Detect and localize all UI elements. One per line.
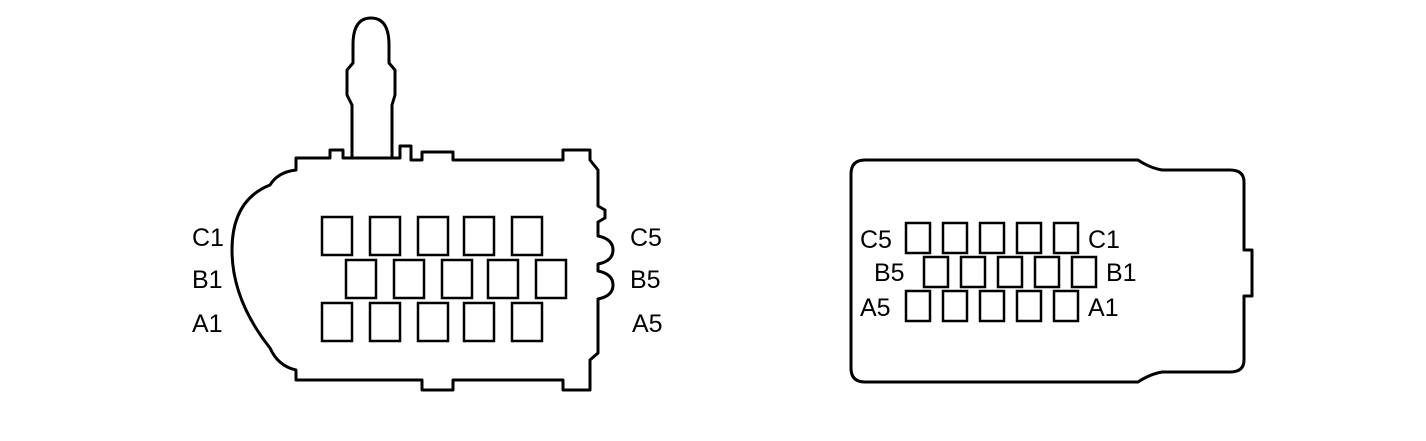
right-cavity-c2 xyxy=(1015,221,1043,255)
right-cavity-c5 xyxy=(904,221,932,255)
right-cavity-b2 xyxy=(1033,255,1061,289)
left-label-c1: C1 xyxy=(192,224,224,252)
right-label-a5: A5 xyxy=(860,294,891,322)
left-cavity-a2 xyxy=(368,301,402,343)
right-cavity-b3 xyxy=(996,255,1024,289)
left-cavity-c2 xyxy=(368,215,402,257)
left-label-a1: A1 xyxy=(192,310,223,338)
left-cavity-a1 xyxy=(320,301,354,343)
left-label-c5: C5 xyxy=(630,224,662,252)
left-cavity-b3 xyxy=(440,258,474,300)
right-cavity-a4 xyxy=(941,289,969,323)
left-cavity-b5 xyxy=(534,258,568,300)
left-label-b1: B1 xyxy=(192,266,223,294)
left-cavity-b4 xyxy=(486,258,520,300)
right-cavity-b1 xyxy=(1070,255,1098,289)
right-cavity-a2 xyxy=(1015,289,1043,323)
left-label-a5: A5 xyxy=(632,310,663,338)
right-label-a1: A1 xyxy=(1088,294,1119,322)
left-label-b5: B5 xyxy=(630,266,661,294)
left-cavity-c5 xyxy=(510,215,544,257)
left-cavity-c1 xyxy=(320,215,354,257)
left-cavity-a3 xyxy=(416,301,450,343)
left-cavity-c4 xyxy=(462,215,496,257)
right-connector: C5 B5 A5 C1 B1 A1 xyxy=(849,158,1254,384)
left-cavity-c3 xyxy=(416,215,450,257)
right-cavity-c4 xyxy=(941,221,969,255)
right-label-b5: B5 xyxy=(874,259,905,287)
right-label-c5: C5 xyxy=(860,226,892,254)
right-cavity-a3 xyxy=(978,289,1006,323)
right-cavity-c1 xyxy=(1052,221,1080,255)
right-cavity-b4 xyxy=(959,255,987,289)
right-cavity-c3 xyxy=(978,221,1006,255)
left-cavity-a4 xyxy=(462,301,496,343)
right-cavity-a1 xyxy=(1052,289,1080,323)
right-label-c1: C1 xyxy=(1088,226,1120,254)
left-connector-lock-tab xyxy=(345,16,397,160)
left-cavity-a5 xyxy=(510,301,544,343)
left-cavity-b1 xyxy=(344,258,378,300)
right-cavity-a5 xyxy=(904,289,932,323)
left-connector: C1 B1 A1 C5 B5 A5 xyxy=(192,16,663,392)
left-cavity-b2 xyxy=(392,258,426,300)
right-cavity-b5 xyxy=(922,255,950,289)
right-label-b1: B1 xyxy=(1106,259,1137,287)
